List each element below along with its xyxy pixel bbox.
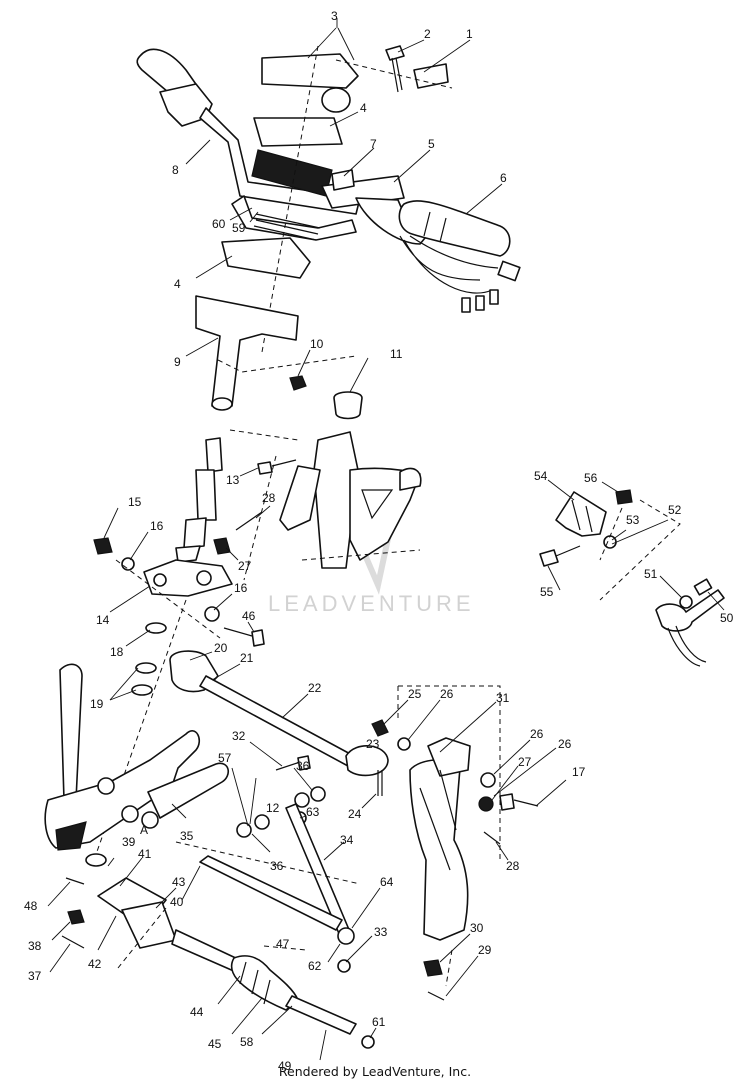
callout-16-left: 16 — [150, 519, 164, 533]
callout-29: 29 — [478, 943, 492, 957]
callout-labels: 1 2 3 4 4 5 6 7 8 9 10 11 12 13 14 15 — [24, 9, 734, 1073]
callout-4-top: 4 — [360, 101, 367, 115]
callout-35: 35 — [180, 829, 194, 843]
callout-26-mid: 26 — [530, 727, 544, 741]
callout-47: 47 — [276, 937, 290, 951]
callout-16-right: 16 — [234, 581, 248, 595]
callout-61: 61 — [372, 1015, 386, 1029]
callout-26-right: 26 — [558, 737, 572, 751]
callout-15: 15 — [128, 495, 142, 509]
callout-a: A — [140, 823, 148, 837]
callout-5: 5 — [428, 137, 435, 151]
callout-38: 38 — [28, 939, 42, 953]
callout-27-right: 27 — [518, 755, 532, 769]
frame-section — [229, 429, 422, 581]
callout-30: 30 — [470, 921, 484, 935]
callout-27-left: 27 — [238, 559, 252, 573]
callout-23: 23 — [366, 737, 380, 751]
callout-64: 64 — [380, 875, 394, 889]
watermark-text: LEADVENTURE — [268, 591, 475, 616]
callout-42: 42 — [88, 957, 102, 971]
callout-9: 9 — [174, 355, 181, 369]
callout-3: 3 — [331, 9, 338, 23]
callout-54: 54 — [534, 469, 548, 483]
callout-28-top: 28 — [262, 491, 276, 505]
callout-10: 10 — [310, 337, 324, 351]
callout-52: 52 — [668, 503, 682, 517]
callout-14: 14 — [96, 613, 110, 627]
steering-post — [93, 437, 297, 861]
callout-31: 31 — [496, 691, 510, 705]
callout-45: 45 — [208, 1037, 222, 1051]
callout-1: 1 — [466, 27, 473, 41]
callout-33: 33 — [374, 925, 388, 939]
callout-28-bottom: 28 — [506, 859, 520, 873]
callout-26-top: 26 — [440, 687, 454, 701]
callout-39: 39 — [122, 835, 136, 849]
callout-58: 58 — [240, 1035, 254, 1049]
footer-credit: Rendered by LeadVenture, Inc. — [278, 1064, 472, 1079]
cable-bracket-inset — [539, 489, 725, 667]
callout-48: 48 — [24, 899, 38, 913]
callout-49: 49 — [278, 1059, 292, 1073]
callout-2: 2 — [424, 27, 431, 41]
tie-rod — [169, 650, 411, 796]
handlebar-assembly — [136, 45, 521, 353]
callout-36-top: 36 — [296, 759, 310, 773]
callout-21: 21 — [240, 651, 254, 665]
callout-20: 20 — [214, 641, 228, 655]
callout-56: 56 — [584, 471, 598, 485]
callout-46: 46 — [242, 609, 256, 623]
callout-25: 25 — [408, 687, 422, 701]
callout-11: 11 — [390, 347, 403, 361]
handlebar-post — [195, 295, 363, 420]
callout-32: 32 — [232, 729, 246, 743]
callout-18: 18 — [110, 645, 124, 659]
callout-44: 44 — [190, 1005, 204, 1019]
callout-17: 17 — [572, 765, 586, 779]
callout-41: 41 — [138, 847, 152, 861]
callout-36-bottom: 36 — [270, 859, 284, 873]
callout-6: 6 — [500, 171, 507, 185]
callout-59: 59 — [232, 221, 246, 235]
callout-19: 19 — [90, 697, 104, 711]
callout-24: 24 — [348, 807, 362, 821]
callout-22: 22 — [308, 681, 322, 695]
callout-53: 53 — [626, 513, 640, 527]
callout-62: 62 — [308, 959, 322, 973]
callout-13: 13 — [226, 473, 240, 487]
callout-51: 51 — [644, 567, 658, 581]
callout-60: 60 — [212, 217, 226, 231]
callout-8: 8 — [172, 163, 179, 177]
callout-57: 57 — [218, 751, 232, 765]
callout-40: 40 — [170, 895, 184, 909]
callout-50: 50 — [720, 611, 734, 625]
callout-43: 43 — [172, 875, 186, 889]
callout-7: 7 — [370, 137, 377, 151]
callout-63: 63 — [306, 805, 320, 819]
callout-4-bottom: 4 — [174, 277, 181, 291]
spindle — [397, 685, 539, 1001]
callout-34: 34 — [340, 833, 354, 847]
callout-37: 37 — [28, 969, 42, 983]
a-arm-bracket — [44, 663, 361, 973]
drive-shaft — [97, 855, 375, 1049]
callout-12: 12 — [266, 801, 280, 815]
callout-55: 55 — [540, 585, 554, 599]
